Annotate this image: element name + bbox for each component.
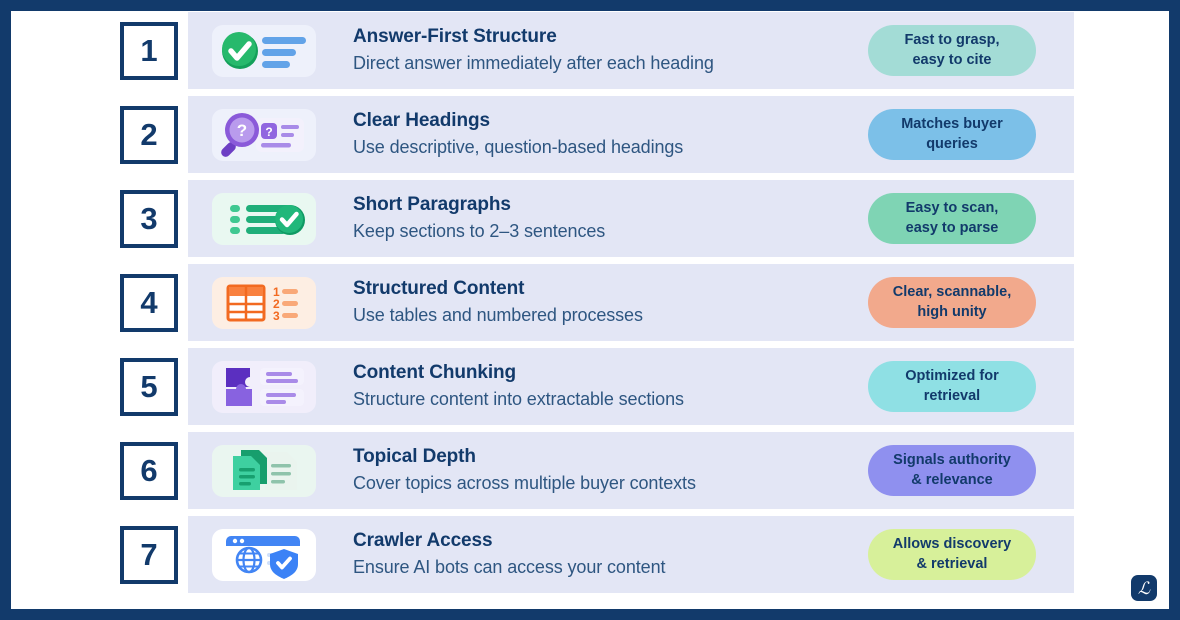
status-badge: Matches buyer queries bbox=[868, 109, 1036, 160]
svg-text:2: 2 bbox=[273, 297, 280, 311]
row-band: Answer-First Structure Direct answer imm… bbox=[188, 12, 1074, 89]
list-item[interactable]: 1 bbox=[11, 12, 1169, 89]
row-text-cell: Content Chunking Structure content into … bbox=[333, 361, 844, 411]
green-checklist-icon bbox=[211, 192, 316, 245]
svg-text:?: ? bbox=[236, 121, 246, 140]
row-subtitle: Direct answer immediately after each hea… bbox=[353, 53, 714, 74]
list-item[interactable]: 2 ? bbox=[11, 96, 1169, 173]
list-item[interactable]: 7 bbox=[11, 516, 1169, 593]
svg-text:1: 1 bbox=[273, 285, 280, 299]
row-band: Crawler Access Ensure AI bots can access… bbox=[188, 516, 1074, 593]
row-icon-cell: ? ? bbox=[188, 108, 333, 161]
status-badge: Optimized for retrieval bbox=[868, 361, 1036, 412]
row-title: Crawler Access bbox=[353, 530, 493, 552]
blue-browser-globe-shield-icon bbox=[211, 528, 316, 581]
row-band: Short Paragraphs Keep sections to 2–3 se… bbox=[188, 180, 1074, 257]
list-item[interactable]: 5 bbox=[11, 348, 1169, 425]
row-icon-cell bbox=[188, 528, 333, 581]
row-subtitle: Use descriptive, question-based headings bbox=[353, 137, 684, 158]
row-title: Short Paragraphs bbox=[353, 194, 511, 216]
row-subtitle: Structure content into extractable secti… bbox=[353, 389, 684, 410]
row-number-badge: 6 bbox=[120, 441, 178, 500]
row-number-badge: 2 bbox=[120, 105, 178, 164]
row-number-badge: 5 bbox=[120, 357, 178, 416]
brand-logo: ℒ bbox=[1131, 575, 1157, 601]
purple-puzzle-pieces-icon bbox=[211, 360, 316, 413]
row-subtitle: Ensure AI bots can access your content bbox=[353, 557, 666, 578]
status-badge: Clear, scannable, high unity bbox=[868, 277, 1036, 328]
row-icon-cell bbox=[188, 24, 333, 77]
status-badge: Signals authority & relevance bbox=[868, 445, 1036, 496]
row-band: ? ? Clear Headings bbox=[188, 96, 1074, 173]
row-badge-cell: Signals authority & relevance bbox=[844, 445, 1074, 496]
list-item[interactable]: 3 bbox=[11, 180, 1169, 257]
row-band: 1 2 3 Structured Content Use tables and … bbox=[188, 264, 1074, 341]
green-check-list-icon bbox=[211, 24, 316, 77]
row-text-cell: Structured Content Use tables and number… bbox=[333, 277, 844, 327]
row-icon-cell bbox=[188, 444, 333, 497]
row-number-badge: 7 bbox=[120, 525, 178, 584]
status-badge: Easy to scan, easy to parse bbox=[868, 193, 1036, 244]
row-subtitle: Cover topics across multiple buyer conte… bbox=[353, 473, 696, 494]
row-badge-cell: Easy to scan, easy to parse bbox=[844, 193, 1074, 244]
row-subtitle: Keep sections to 2–3 sentences bbox=[353, 221, 606, 242]
row-text-cell: Crawler Access Ensure AI bots can access… bbox=[333, 529, 844, 579]
row-badge-cell: Matches buyer queries bbox=[844, 109, 1074, 160]
svg-text:?: ? bbox=[265, 125, 272, 139]
row-title: Content Chunking bbox=[353, 362, 517, 384]
row-band: Topical Depth Cover topics across multip… bbox=[188, 432, 1074, 509]
list-item[interactable]: 4 1 2 bbox=[11, 264, 1169, 341]
row-title: Clear Headings bbox=[353, 110, 490, 132]
row-band: Content Chunking Structure content into … bbox=[188, 348, 1074, 425]
list-item[interactable]: 6 bbox=[11, 432, 1169, 509]
row-title: Structured Content bbox=[353, 278, 525, 300]
row-icon-cell: 1 2 3 bbox=[188, 276, 333, 329]
status-badge: Fast to grasp, easy to cite bbox=[868, 25, 1036, 76]
row-number-badge: 4 bbox=[120, 273, 178, 332]
row-text-cell: Short Paragraphs Keep sections to 2–3 se… bbox=[333, 193, 844, 243]
row-icon-cell bbox=[188, 192, 333, 245]
status-badge: Allows discovery & retrieval bbox=[868, 529, 1036, 580]
green-documents-icon bbox=[211, 444, 316, 497]
poster-canvas: 1 bbox=[11, 11, 1169, 609]
row-text-cell: Answer-First Structure Direct answer imm… bbox=[333, 25, 844, 75]
row-badge-cell: Allows discovery & retrieval bbox=[844, 529, 1074, 580]
row-title: Topical Depth bbox=[353, 446, 476, 468]
row-icon-cell bbox=[188, 360, 333, 413]
checklist-rows: 1 bbox=[11, 12, 1169, 600]
orange-table-numbered-list-icon: 1 2 3 bbox=[211, 276, 316, 329]
row-badge-cell: Fast to grasp, easy to cite bbox=[844, 25, 1074, 76]
purple-magnifier-question-icon: ? ? bbox=[211, 108, 316, 161]
row-number-badge: 3 bbox=[120, 189, 178, 248]
row-badge-cell: Clear, scannable, high unity bbox=[844, 277, 1074, 328]
row-text-cell: Clear Headings Use descriptive, question… bbox=[333, 109, 844, 159]
row-text-cell: Topical Depth Cover topics across multip… bbox=[333, 445, 844, 495]
row-subtitle: Use tables and numbered processes bbox=[353, 305, 643, 326]
row-badge-cell: Optimized for retrieval bbox=[844, 361, 1074, 412]
svg-text:3: 3 bbox=[273, 309, 280, 323]
row-number-badge: 1 bbox=[120, 21, 178, 80]
row-title: Answer-First Structure bbox=[353, 26, 557, 48]
